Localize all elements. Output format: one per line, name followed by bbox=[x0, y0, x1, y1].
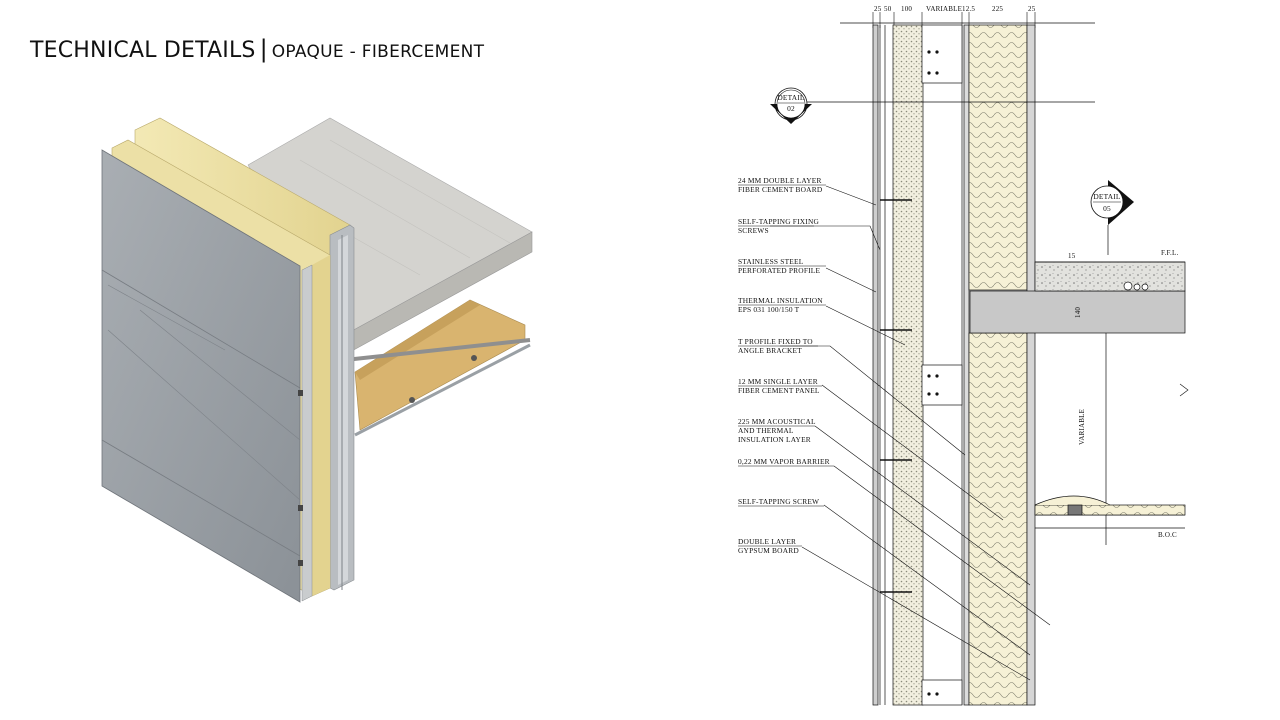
callout-line: 12 MM SINGLE LAYER bbox=[738, 377, 818, 386]
title-separator: | bbox=[259, 35, 268, 63]
level-ffl: F.F.L. bbox=[1161, 249, 1178, 257]
dim-6: 225 bbox=[992, 5, 1003, 13]
callout-fiber-cement-board: 24 MM DOUBLE LAYER FIBER CEMENT BOARD bbox=[738, 176, 826, 194]
callout-gypsum-board: DOUBLE LAYER GYPSUM BOARD bbox=[738, 537, 802, 555]
isometric-assembly bbox=[101, 117, 533, 603]
fiber-cement-panel bbox=[101, 149, 301, 603]
callout-line: SCREWS bbox=[738, 226, 769, 235]
callout-line: PERFORATED PROFILE bbox=[738, 266, 821, 275]
dim-slab: 140 bbox=[1074, 307, 1082, 318]
callout-line: 24 MM DOUBLE LAYER bbox=[738, 176, 822, 185]
dim-3: 100 bbox=[901, 5, 912, 13]
callout-line: AND THERMAL bbox=[738, 426, 794, 435]
callout-acoustic-insulation: 225 MM ACOUSTICAL AND THERMAL INSULATION… bbox=[738, 417, 816, 444]
callout-perforated-profile: STAINLESS STEEL PERFORATED PROFILE bbox=[738, 257, 826, 275]
callout-line: GYPSUM BOARD bbox=[738, 546, 799, 555]
dim-variable: VARIABLE bbox=[1078, 409, 1086, 445]
title-main: TECHNICAL DETAILS bbox=[30, 38, 256, 63]
detail-05-word: DETAIL bbox=[1093, 192, 1121, 201]
callout-line: INSULATION LAYER bbox=[738, 435, 811, 444]
detail-05-number: 05 bbox=[1103, 204, 1111, 213]
dimension-labels: 25 50 100 VARIABLE 12.5 225 25 15 140 VA… bbox=[874, 5, 1178, 539]
callout-line: 0,22 MM VAPOR BARRIER bbox=[738, 457, 830, 466]
detail-02-number: 02 bbox=[787, 104, 795, 113]
callout-line: T PROFILE FIXED TO bbox=[738, 337, 813, 346]
callout-line: STAINLESS STEEL bbox=[738, 257, 804, 266]
callout-thermal-insulation: THERMAL INSULATION EPS 031 100/150 T bbox=[738, 296, 826, 314]
detail-02-word: DETAIL bbox=[777, 93, 805, 102]
callout-line: SELF-TAPPING FIXING bbox=[738, 217, 819, 226]
callout-line: FIBER CEMENT BOARD bbox=[738, 185, 823, 194]
dim-7: 25 bbox=[1028, 5, 1036, 13]
dim-4: VARIABLE bbox=[926, 5, 962, 13]
dim-1: 25 bbox=[874, 5, 882, 13]
bracket-fixings bbox=[927, 50, 939, 696]
callout-line: SELF-TAPPING SCREW bbox=[738, 497, 819, 506]
detail-marker-02: DETAIL 02 bbox=[770, 87, 812, 124]
callout-vapor-barrier: 0,22 MM VAPOR BARRIER bbox=[738, 457, 834, 467]
callout-line: DOUBLE LAYER bbox=[738, 537, 796, 546]
dim-5: 12.5 bbox=[962, 5, 975, 13]
title-subtitle: OPAQUE - FIBERCEMENT bbox=[271, 42, 485, 62]
callout-line: FIBER CEMENT PANEL bbox=[738, 386, 820, 395]
callout-fixing-screws: SELF-TAPPING FIXING SCREWS bbox=[738, 217, 819, 235]
slide-title: TECHNICAL DETAILS|OPAQUE - FIBERCEMENT bbox=[30, 30, 484, 62]
callout-self-tapping-screw: SELF-TAPPING SCREW bbox=[738, 497, 824, 507]
dim-2: 50 bbox=[884, 5, 892, 13]
callout-t-profile: T PROFILE FIXED TO ANGLE BRACKET bbox=[738, 337, 818, 355]
callout-line: 225 MM ACOUSTICAL bbox=[738, 417, 816, 426]
callout-line: ANGLE BRACKET bbox=[738, 346, 802, 355]
callout-line: EPS 031 100/150 T bbox=[738, 305, 800, 314]
callout-line: THERMAL INSULATION bbox=[738, 296, 823, 305]
dim-slab-top: 15 bbox=[1068, 252, 1076, 260]
level-boc: B.O.C bbox=[1158, 531, 1177, 539]
detail-marker-05: DETAIL 05 bbox=[1090, 180, 1134, 225]
wall-section bbox=[770, 12, 1189, 706]
callout-labels: 24 MM DOUBLE LAYER FIBER CEMENT BOARD SE… bbox=[738, 176, 834, 555]
callout-fiber-cement-panel: 12 MM SINGLE LAYER FIBER CEMENT PANEL bbox=[738, 377, 822, 395]
